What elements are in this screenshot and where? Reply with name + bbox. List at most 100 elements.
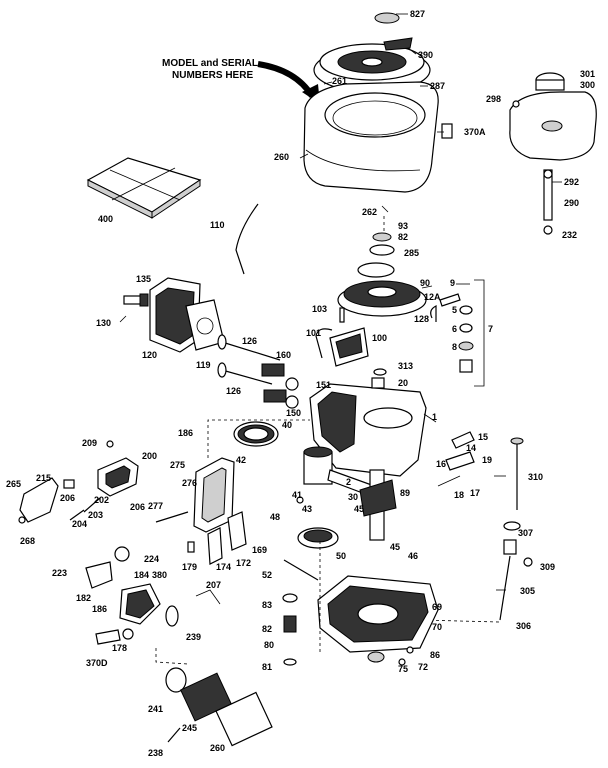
part-83 [282,593,298,603]
callout-89: 89 [400,488,410,498]
part-224 [114,546,130,562]
valve-intake-head [217,334,227,350]
flywheel-assembly [337,232,427,317]
callout-7: 7 [488,324,493,334]
part-81 [283,658,297,666]
callout-202: 202 [94,495,109,505]
part-15 [451,431,475,449]
piston-ring-3 [243,427,269,441]
callout-305: 305 [520,586,535,596]
callout-70: 70 [432,622,442,632]
blower-housing [303,81,453,193]
callout-9: 9 [450,278,455,288]
callout-45b: 45 [390,542,400,552]
air-cleaner-cover-side-b [151,179,201,219]
sump-hardware [282,593,414,666]
callout-18: 18 [454,490,464,500]
bolt-277 [155,511,189,523]
crankshaft-counterweight [359,479,397,517]
governor-linkage [437,431,475,487]
callout-400: 400 [98,214,113,224]
governor-link [235,203,259,275]
callout-19: 19 [482,455,492,465]
cover-crease-1 [109,169,181,201]
callout-101: 101 [306,328,321,338]
callout-241: 241 [148,704,163,714]
tank-screw [512,100,520,108]
callout-204: 204 [72,519,87,529]
callout-370A: 370A [464,127,486,137]
callout-135: 135 [136,274,151,284]
part-128 [430,305,437,322]
valve-exhaust [221,369,273,385]
part-75 [367,651,385,663]
callout-46: 46 [408,551,418,561]
blower-housing-opening [324,92,426,138]
cam-shaft-rod [283,559,319,581]
part-6 [459,323,473,333]
callout-260b: 260 [210,743,225,753]
piston-top [303,446,333,458]
callout-292: 292 [564,177,579,187]
callout-178: 178 [112,643,127,653]
callout-380: 380 [152,570,167,580]
starter-handle [383,37,413,51]
callout-206b: 206 [130,502,145,512]
leader-lines [119,13,562,591]
callout-306: 306 [516,621,531,631]
flywheel-washer [369,244,395,256]
part-223 [85,561,113,589]
governor-gear [459,359,473,373]
callout-301: 301 [580,69,595,79]
part-12A [439,293,461,307]
part-72 [398,658,406,666]
cam-gear-teeth [303,529,333,543]
callout-186: 186 [178,428,193,438]
cover-crease-2 [111,167,176,201]
callout-labels: 827 390 261 287 301 300 298 370A 260 292… [6,9,595,758]
guide-carb [155,648,189,665]
callout-203: 203 [88,510,103,520]
callout-207: 207 [206,580,221,590]
callout-276: 276 [182,478,197,488]
callout-82b: 82 [262,624,272,634]
air-filter-base [165,667,187,693]
sump-cover [317,575,439,653]
part-370D [95,629,121,645]
callout-268: 268 [20,536,35,546]
part-207 [195,589,221,605]
valve-retainer-1 [285,377,299,391]
callout-93: 93 [398,221,408,231]
valve-spring-1 [261,363,285,377]
starter-cap [374,12,400,24]
part-5 [459,305,473,315]
callout-45a: 45 [354,504,364,514]
callout-119: 119 [196,360,211,370]
dipstick-cap [510,437,524,445]
part-178 [122,628,134,640]
callout-5: 5 [452,305,457,315]
cylinder-head-group [123,277,225,353]
callout-186b: 186 [92,604,107,614]
sump-bore [357,603,399,625]
callout-215: 215 [36,473,51,483]
callout-298: 298 [486,94,501,104]
callout-224: 224 [144,554,159,564]
callout-169: 169 [252,545,267,555]
fuel-tank-filter [541,120,563,132]
callout-48: 48 [270,512,280,522]
callout-370D: 370D [86,658,108,668]
callout-200: 200 [142,451,157,461]
callout-50: 50 [336,551,346,561]
valve-retainer-2 [285,395,299,409]
part-239 [165,605,179,627]
rod-bolt [296,496,304,504]
callout-110: 110 [210,220,225,230]
control-bracket-group [18,440,139,524]
guide-lines [155,216,385,665]
part-204 [69,509,85,521]
callout-12A: 12A [424,292,441,302]
note-line-1: MODEL and SERIAL [162,58,258,69]
callout-390: 390 [418,50,433,60]
callout-262: 262 [362,207,377,217]
